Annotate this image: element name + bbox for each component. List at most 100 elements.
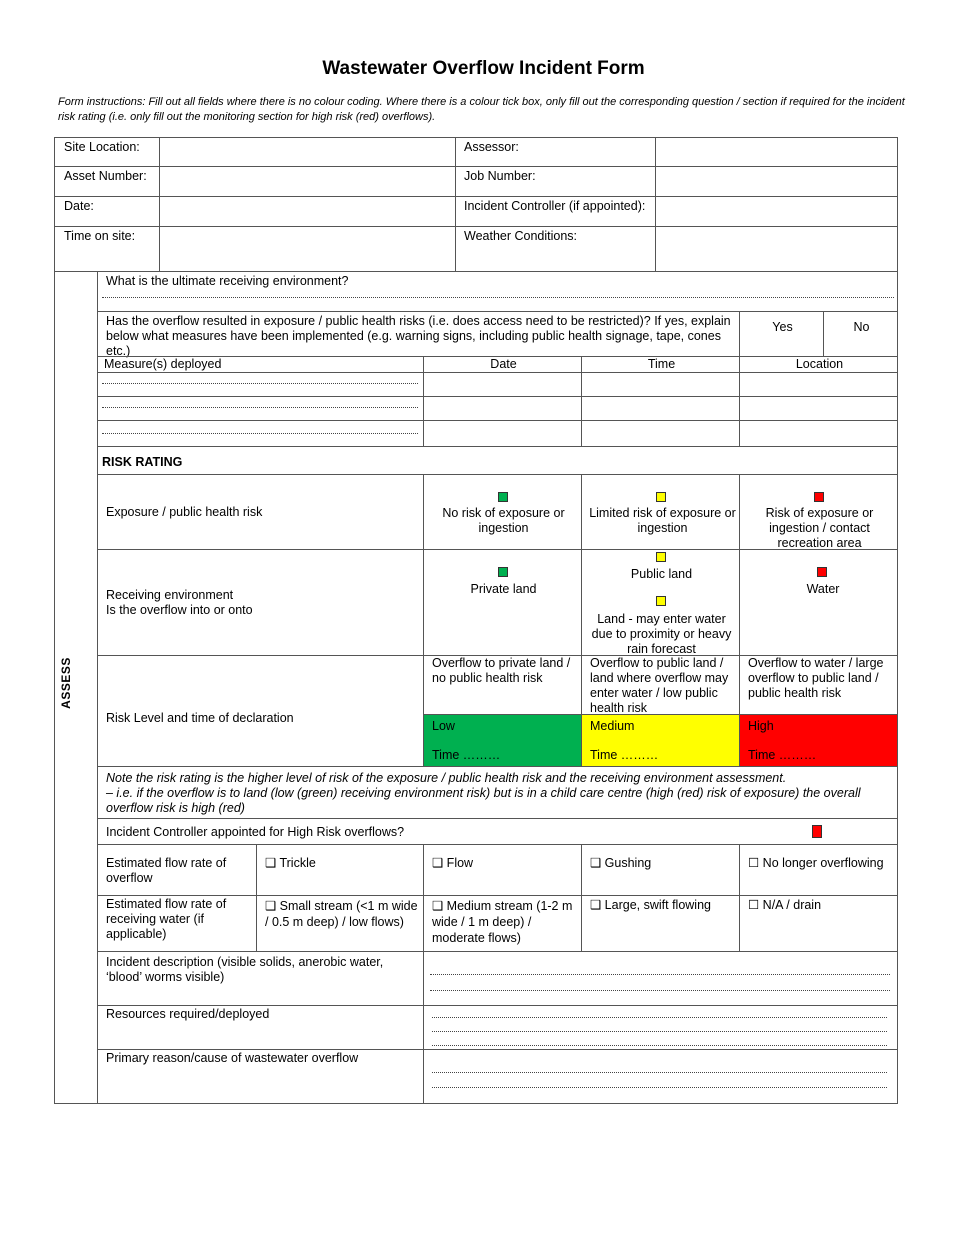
receiving-high-text: Water	[806, 582, 840, 596]
page-title: Wastewater Overflow Incident Form	[322, 58, 645, 79]
flow-gushing: ❑ Gushing	[590, 856, 652, 870]
measure-row-3[interactable]	[97, 420, 424, 447]
receiving-large-cell[interactable]: ❑ Large, swift flowing	[581, 895, 740, 952]
receiving-na: ☐ N/A / drain	[748, 898, 822, 912]
exposure-low-checkbox[interactable]	[498, 492, 508, 502]
weather-label-cell: Weather Conditions:	[455, 226, 656, 272]
level-low-cell[interactable]: Low Time ………	[423, 714, 582, 767]
measure-row-2-location[interactable]	[739, 396, 898, 421]
incident-controller-field[interactable]	[655, 196, 898, 227]
receiving-medium-text-1: Public land	[630, 567, 693, 581]
primary-reason-field[interactable]	[423, 1049, 898, 1104]
measure-row-1-location[interactable]	[739, 372, 898, 397]
assess-label: ASSESS	[58, 657, 73, 709]
measure-row-2[interactable]	[97, 396, 424, 421]
asset-number-field[interactable]	[159, 166, 456, 197]
location-header: Location	[795, 357, 844, 371]
resources-label: Resources required/deployed	[106, 1007, 270, 1021]
measures-header: Measure(s) deployed	[104, 357, 222, 371]
primary-reason-line-1	[432, 1072, 887, 1073]
asset-number-label-cell: Asset Number:	[54, 166, 160, 197]
measure-row-2-line	[102, 407, 418, 408]
assessor-field[interactable]	[655, 137, 898, 167]
level-medium: Medium	[590, 719, 635, 733]
flow-rate-label-cell: Estimated flow rate of overflow	[97, 844, 257, 896]
date-label-cell: Date:	[54, 196, 160, 227]
site-location-label-cell: Site Location:	[54, 137, 160, 167]
assessor-label-cell: Assessor:	[455, 137, 656, 167]
date-field[interactable]	[159, 196, 456, 227]
receiving-label-cell: Receiving environment Is the overflow in…	[97, 549, 424, 656]
incident-description-field[interactable]	[423, 951, 898, 1006]
flow-stopped-cell[interactable]: ☐ No longer overflowing	[739, 844, 898, 896]
site-location-field[interactable]	[159, 137, 456, 167]
measure-row-1-date[interactable]	[423, 372, 582, 397]
exposure-label-cell: Exposure / public health risk	[97, 474, 424, 550]
time-on-site-field[interactable]	[159, 226, 456, 272]
risk-level-label: Risk Level and time of declaration	[106, 711, 294, 725]
incident-description-label: Incident description (visible solids, an…	[106, 955, 384, 984]
measure-row-2-date[interactable]	[423, 396, 582, 421]
weather-label: Weather Conditions:	[464, 229, 578, 243]
resources-line-1	[432, 1017, 887, 1018]
risk-note: Note the risk rating is the higher level…	[106, 771, 861, 815]
measure-row-2-time[interactable]	[581, 396, 740, 421]
receiving-low-checkbox[interactable]	[498, 567, 508, 577]
flow-rate-label: Estimated flow rate of overflow	[106, 856, 227, 885]
exposure-label: Exposure / public health risk	[106, 505, 263, 519]
receiving-flow-label-cell: Estimated flow rate of receiving water (…	[97, 895, 257, 952]
exposure-question-cell: Has the overflow resulted in exposure / …	[97, 311, 740, 358]
receiving-flow-label: Estimated flow rate of receiving water (…	[106, 897, 227, 941]
flow-gushing-cell[interactable]: ❑ Gushing	[581, 844, 740, 896]
measure-row-1[interactable]	[97, 372, 424, 397]
exposure-high-checkbox[interactable]	[814, 492, 824, 502]
receiving-label-1: Receiving environment	[106, 588, 234, 602]
receiving-public-land-checkbox[interactable]	[656, 552, 666, 562]
exposure-medium-cell: Limited risk of exposure or ingestion	[581, 474, 740, 550]
exposure-high-cell: Risk of exposure or ingestion / contact …	[739, 474, 898, 550]
level-high-time: Time ………	[748, 748, 817, 762]
exposure-medium-checkbox[interactable]	[656, 492, 666, 502]
receiving-high-checkbox[interactable]	[817, 567, 827, 577]
assessor-label: Assessor:	[464, 140, 519, 154]
primary-reason-line-2	[432, 1087, 887, 1088]
risk-level-label-cell: Risk Level and time of declaration	[97, 655, 424, 767]
level-high-desc-cell: Overflow to water / large overflow to pu…	[739, 655, 898, 715]
receiving-medium-stream-cell[interactable]: ❑ Medium stream (1-2 m wide / 1 m deep) …	[423, 895, 582, 952]
site-location-label: Site Location:	[64, 140, 140, 154]
exposure-no-cell[interactable]: No	[823, 311, 898, 357]
receiving-na-cell[interactable]: ☐ N/A / drain	[739, 895, 898, 952]
incident-description-line-2	[430, 990, 890, 991]
receiving-environment-row: What is the ultimate receiving environme…	[97, 271, 898, 312]
resources-field[interactable]	[423, 1005, 898, 1050]
receiving-small-stream-cell[interactable]: ❑ Small stream (<1 m wide / 0.5 m deep) …	[256, 895, 424, 952]
measures-header-cell: Measure(s) deployed	[97, 356, 424, 373]
exposure-low-cell: No risk of exposure or ingestion	[423, 474, 582, 550]
job-number-label-cell: Job Number:	[455, 166, 656, 197]
flow-flow: ❑ Flow	[432, 856, 474, 870]
exposure-low-text: No risk of exposure or ingestion	[442, 506, 565, 535]
incident-controller-checkbox[interactable]	[812, 825, 822, 838]
receiving-environment-answer-line[interactable]	[102, 297, 894, 298]
level-high-cell[interactable]: High Time ………	[739, 714, 898, 767]
receiving-land-water-checkbox[interactable]	[656, 596, 666, 606]
incident-controller-label-cell: Incident Controller (if appointed):	[455, 196, 656, 227]
flow-flow-cell[interactable]: ❑ Flow	[423, 844, 582, 896]
exposure-yes-cell[interactable]: Yes	[739, 311, 824, 357]
receiving-small-stream: ❑ Small stream (<1 m wide / 0.5 m deep) …	[265, 899, 418, 929]
receiving-low-text: Private land	[470, 582, 537, 596]
receiving-high-cell: Water	[739, 549, 898, 656]
weather-field[interactable]	[655, 226, 898, 272]
measure-row-1-time[interactable]	[581, 372, 740, 397]
level-medium-cell[interactable]: Medium Time ………	[581, 714, 740, 767]
measure-row-3-time[interactable]	[581, 420, 740, 447]
job-number-field[interactable]	[655, 166, 898, 197]
flow-trickle-cell[interactable]: ❑ Trickle	[256, 844, 424, 896]
measure-row-3-location[interactable]	[739, 420, 898, 447]
incident-description-label-cell: Incident description (visible solids, an…	[97, 951, 424, 1006]
level-low: Low	[432, 719, 455, 733]
measure-row-3-date[interactable]	[423, 420, 582, 447]
location-header-cell: Location	[739, 356, 898, 373]
receiving-label-2: Is the overflow into or onto	[106, 603, 253, 617]
exposure-yes: Yes	[772, 320, 793, 334]
